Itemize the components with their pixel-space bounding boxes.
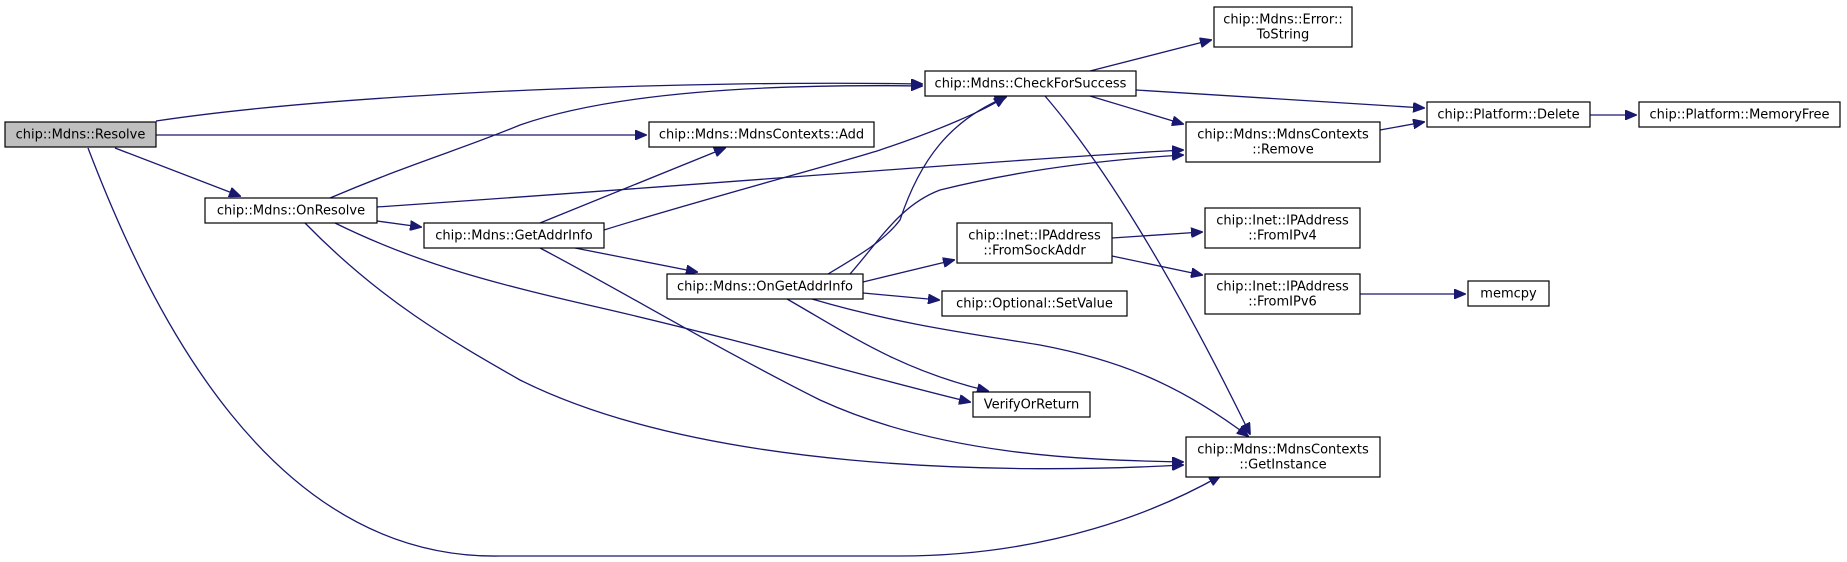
nodes-layer: chip::Mdns::Resolvechip::Mdns::OnResolve…: [4, 6, 1841, 478]
edge-fromsockaddr-to-fromipv6: [1111, 255, 1202, 275]
node-fromipv4[interactable]: chip::Inet::IPAddress::FromIPv4: [1204, 207, 1361, 249]
node-label: VerifyOrReturn: [984, 398, 1080, 413]
edge-onresolve-to-getaddrinfo: [376, 220, 421, 227]
node-memoryfree[interactable]: chip::Platform::MemoryFree: [1638, 101, 1841, 128]
node-box: [1467, 280, 1550, 307]
node-label: chip::Mdns::Resolve: [16, 128, 146, 143]
edge-getaddrinfo-to-getinstance: [539, 247, 1183, 462]
edge-resolve-to-getinstance: [87, 147, 1220, 557]
node-label: chip::Inet::IPAddress: [968, 229, 1101, 244]
edge-checkforsuccess-to-delete: [1135, 89, 1424, 108]
node-box: [666, 273, 864, 300]
node-memcpy[interactable]: memcpy: [1467, 280, 1550, 307]
edge-ongetaddrinfo-to-getinstance: [811, 298, 1248, 436]
node-tostring[interactable]: chip::Mdns::Error::ToString: [1213, 6, 1353, 48]
edge-onresolve-to-verifyorreturn: [334, 222, 970, 402]
node-box: [1213, 6, 1353, 48]
node-checkforsuccess[interactable]: chip::Mdns::CheckForSuccess: [924, 70, 1137, 97]
edge-ongetaddrinfo-to-remove: [849, 155, 1183, 275]
edge-resolve-to-onresolve: [114, 147, 240, 196]
node-label: chip::Mdns::OnResolve: [217, 204, 365, 219]
edge-checkforsuccess-to-getinstance: [1044, 95, 1250, 434]
node-label: chip::Mdns::GetAddrInfo: [435, 229, 593, 244]
node-label: chip::Inet::IPAddress: [1216, 280, 1349, 295]
node-box: [4, 121, 157, 148]
node-label: memcpy: [1480, 287, 1537, 302]
node-label: ::FromSockAddr: [983, 244, 1086, 259]
node-verifyorreturn[interactable]: VerifyOrReturn: [972, 391, 1091, 418]
node-box: [924, 70, 1137, 97]
node-label: chip::Optional::SetValue: [956, 297, 1113, 312]
node-ongetaddrinfo[interactable]: chip::Mdns::OnGetAddrInfo: [666, 273, 864, 300]
node-box: [1638, 101, 1841, 128]
node-fromsockaddr[interactable]: chip::Inet::IPAddress::FromSockAddr: [956, 222, 1113, 264]
edge-ongetaddrinfo-to-checkforsuccess: [827, 97, 1006, 275]
node-label: ToString: [1256, 28, 1309, 43]
node-label: chip::Mdns::Error::: [1223, 13, 1342, 28]
edge-resolve-to-checkforsuccess: [155, 83, 922, 122]
edge-fromsockaddr-to-fromipv4: [1111, 232, 1202, 239]
node-remove[interactable]: chip::Mdns::MdnsContexts::Remove: [1185, 121, 1381, 163]
node-label: chip::Inet::IPAddress: [1216, 214, 1349, 229]
node-box: [648, 121, 875, 148]
node-label: chip::Mdns::CheckForSuccess: [935, 77, 1127, 92]
edge-onresolve-to-getinstance: [304, 222, 1183, 469]
node-box: [956, 222, 1113, 264]
node-box: [1185, 121, 1381, 163]
node-label: chip::Mdns::MdnsContexts::Add: [659, 128, 864, 143]
edge-remove-to-delete: [1379, 122, 1424, 131]
edge-onresolve-to-remove: [376, 150, 1183, 208]
edge-getaddrinfo-to-add: [539, 148, 725, 224]
edge-ongetaddrinfo-to-fromsockaddr: [862, 260, 954, 283]
node-label: chip::Mdns::OnGetAddrInfo: [677, 280, 853, 295]
node-fromipv6[interactable]: chip::Inet::IPAddress::FromIPv6: [1204, 273, 1361, 315]
node-label: ::Remove: [1252, 143, 1314, 158]
node-getinstance[interactable]: chip::Mdns::MdnsContexts::GetInstance: [1185, 436, 1381, 478]
edges-layer: [87, 40, 1636, 557]
node-box: [1185, 436, 1381, 478]
edge-checkforsuccess-to-remove: [1089, 95, 1183, 124]
node-setvalue[interactable]: chip::Optional::SetValue: [941, 290, 1128, 317]
edge-onresolve-to-checkforsuccess: [329, 86, 922, 199]
node-box: [941, 290, 1128, 317]
edge-ongetaddrinfo-to-setvalue: [862, 292, 939, 300]
node-getaddrinfo[interactable]: chip::Mdns::GetAddrInfo: [423, 222, 605, 249]
node-label: chip::Mdns::MdnsContexts: [1197, 443, 1369, 458]
node-box: [1204, 273, 1361, 315]
edge-getaddrinfo-to-checkforsuccess: [603, 97, 1005, 231]
node-label: ::FromIPv6: [1248, 295, 1317, 310]
node-box: [1426, 101, 1591, 128]
edge-checkforsuccess-to-tostring: [1089, 40, 1211, 72]
node-label: chip::Platform::MemoryFree: [1649, 108, 1829, 123]
node-onresolve[interactable]: chip::Mdns::OnResolve: [204, 197, 378, 224]
node-box: [423, 222, 605, 249]
node-box: [972, 391, 1091, 418]
node-label: ::GetInstance: [1239, 458, 1326, 473]
node-add[interactable]: chip::Mdns::MdnsContexts::Add: [648, 121, 875, 148]
node-label: ::FromIPv4: [1248, 229, 1317, 244]
edge-ongetaddrinfo-to-verifyorreturn: [786, 298, 988, 391]
node-box: [1204, 207, 1361, 249]
edge-getaddrinfo-to-ongetaddrinfo: [574, 247, 697, 272]
node-label: chip::Platform::Delete: [1437, 108, 1579, 123]
node-delete[interactable]: chip::Platform::Delete: [1426, 101, 1591, 128]
node-label: chip::Mdns::MdnsContexts: [1197, 128, 1369, 143]
node-box: [204, 197, 378, 224]
node-resolve[interactable]: chip::Mdns::Resolve: [4, 121, 157, 148]
